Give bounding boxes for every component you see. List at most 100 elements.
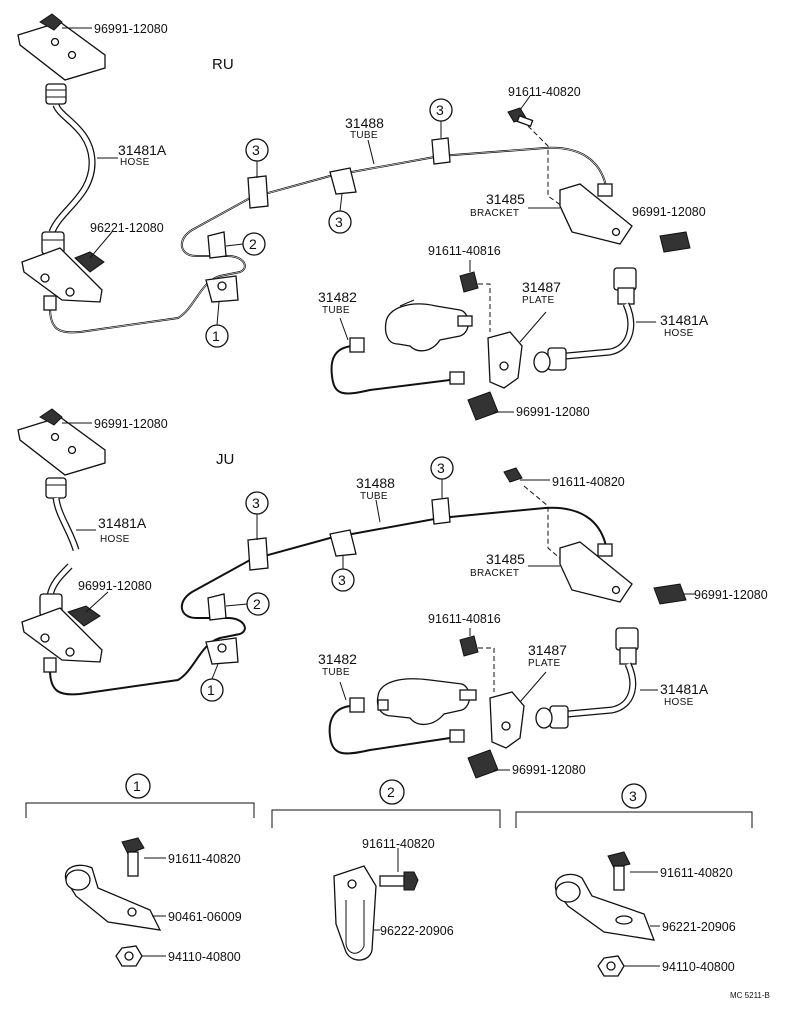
ju-label-plate-sub: PLATE: [528, 658, 560, 669]
ru-label-plate: 31487: [522, 279, 561, 295]
ru-label-bracket: 31485: [486, 191, 525, 207]
ju-hose-right: [535, 627, 639, 729]
ju-hose-left: [39, 477, 80, 617]
ju-title: JU: [216, 451, 234, 468]
ju-bolt-top: [503, 467, 523, 483]
detail-1-bolt: [121, 837, 145, 877]
ru-clamp-3a: [247, 175, 269, 209]
ru-label-plate-sub: PLATE: [522, 295, 554, 306]
ju-plate: [489, 691, 525, 749]
ju-label-clip-left: 96991-12080: [78, 579, 152, 593]
ju-tube-small: [328, 705, 451, 755]
ru-label-clip-top: 96991-12080: [94, 22, 168, 36]
ju-callout-3c: 3: [430, 456, 454, 480]
ju-callout-3b: 3: [331, 568, 355, 592]
ju-label-plate: 31487: [528, 642, 567, 658]
ju-label-bolt-top: 91611-40820: [552, 475, 625, 489]
svg-text:2: 2: [253, 596, 261, 612]
detail-3-label-nut: 94110-40800: [662, 960, 735, 974]
ju-label-bracket-sub: BRACKET: [470, 568, 519, 579]
ru-clamp-3c: [431, 137, 451, 165]
detail-3-number: 3: [629, 788, 637, 804]
ju-label-hose-left-sub: HOSE: [100, 534, 130, 545]
detail-2-label-bolt: 91611-40820: [362, 837, 435, 851]
ju-label-bolt-mid: 91611-40816: [428, 612, 501, 626]
ru-hose-right: [533, 267, 637, 373]
ju-label-tube-small: 31482: [318, 651, 357, 667]
ju-clamp-3b: [329, 529, 357, 557]
ru-frame-plate-bottom: [21, 247, 105, 303]
ru-label-tube-small: 31482: [318, 289, 357, 305]
ru-label-tube-main-sub: TUBE: [350, 130, 378, 141]
detail-1-number: 1: [133, 778, 141, 794]
ru-label-hose-left-sub: HOSE: [120, 157, 150, 168]
detail-1-label-bolt: 91611-40820: [168, 852, 241, 866]
ju-tube-main: [49, 506, 607, 696]
detail-1-label-nut: 94110-40800: [168, 950, 241, 964]
ru-label-hose-right-sub: HOSE: [664, 328, 694, 339]
ju-frame-plate-bottom: [21, 605, 103, 663]
svg-text:1: 1: [207, 682, 215, 698]
detail-2-number: 2: [387, 784, 395, 800]
ju-label-hose-right-sub: HOSE: [664, 697, 694, 708]
ru-label-bracket-sub: BRACKET: [470, 208, 519, 219]
detail-1: 1 91611-40820 90461-06009 94110-40800: [25, 773, 255, 967]
ru-callout-1: 1: [205, 324, 229, 348]
detail-1-clamp: [64, 864, 162, 931]
svg-text:3: 3: [436, 102, 444, 118]
ru-valve: [384, 299, 473, 352]
ju-clamp-1: [205, 637, 239, 665]
ju-label-tube-main: 31488: [356, 475, 395, 491]
ru-clamp-2: [207, 231, 227, 259]
ru-clamp-1: [205, 275, 239, 303]
svg-text:3: 3: [437, 460, 445, 476]
ju-section: JU 96991-12080 31481A HOSE: [17, 408, 768, 779]
ru-clip-right: [659, 231, 691, 253]
detail-3-label-clamp: 96221-20906: [662, 920, 736, 934]
footer-code: MC 5211-B: [730, 991, 770, 1000]
ju-bracket: [559, 541, 633, 603]
ru-hose-left: [41, 83, 96, 255]
svg-text:3: 3: [252, 142, 260, 158]
svg-text:3: 3: [252, 495, 260, 511]
ru-callout-2: 2: [242, 232, 266, 256]
ju-label-tube-main-sub: TUBE: [360, 491, 388, 502]
detail-3: 3 91611-40820 96221-20906 94110-40800: [515, 783, 753, 977]
detail-3-label-bolt: 91611-40820: [660, 866, 733, 880]
svg-text:2: 2: [249, 236, 257, 252]
ru-callout-3c: 3: [429, 98, 453, 122]
ju-callout-3a: 3: [245, 491, 269, 515]
ru-section: RU 96991-12080 31481A HOSE: [17, 13, 709, 421]
ru-label-hose-right: 31481A: [660, 312, 709, 328]
ru-plate: [487, 331, 523, 389]
ju-callout-1: 1: [200, 678, 224, 702]
ru-label-bolt-top: 91611-40820: [508, 85, 581, 99]
ru-label-clip-bottom: 96991-12080: [516, 405, 590, 419]
detail-2-label-clamp: 96222-20906: [380, 924, 454, 938]
ru-label-hose-left: 31481A: [118, 142, 167, 158]
ju-label-tube-small-sub: TUBE: [322, 667, 350, 678]
ru-label-tube-small-sub: TUBE: [322, 305, 350, 316]
ju-valve: [376, 678, 477, 725]
detail-3-bolt: [607, 851, 631, 891]
ju-clip-bottom: [467, 749, 499, 779]
ru-clamp-3b: [329, 167, 357, 195]
ju-clamp-3a: [247, 537, 269, 571]
detail-2: 2 91611-40820 96222-20906: [271, 779, 501, 961]
ru-tube-small: [330, 345, 451, 395]
ru-callout-3a: 3: [245, 138, 269, 162]
detail-3-nut: [597, 955, 625, 977]
ru-title: RU: [212, 56, 234, 73]
ju-label-hose-right: 31481A: [660, 681, 709, 697]
detail-1-nut: [115, 945, 143, 967]
ru-label-tube-main: 31488: [345, 115, 384, 131]
ju-label-bracket: 31485: [486, 551, 525, 567]
ju-clamp-2: [207, 593, 227, 621]
ju-clamp-3c: [431, 497, 451, 525]
ru-bracket: [559, 183, 633, 245]
svg-text:1: 1: [212, 328, 220, 344]
ru-callout-3b: 3: [328, 210, 352, 234]
svg-text:3: 3: [335, 214, 343, 230]
ju-bolt-mid: [459, 635, 479, 657]
